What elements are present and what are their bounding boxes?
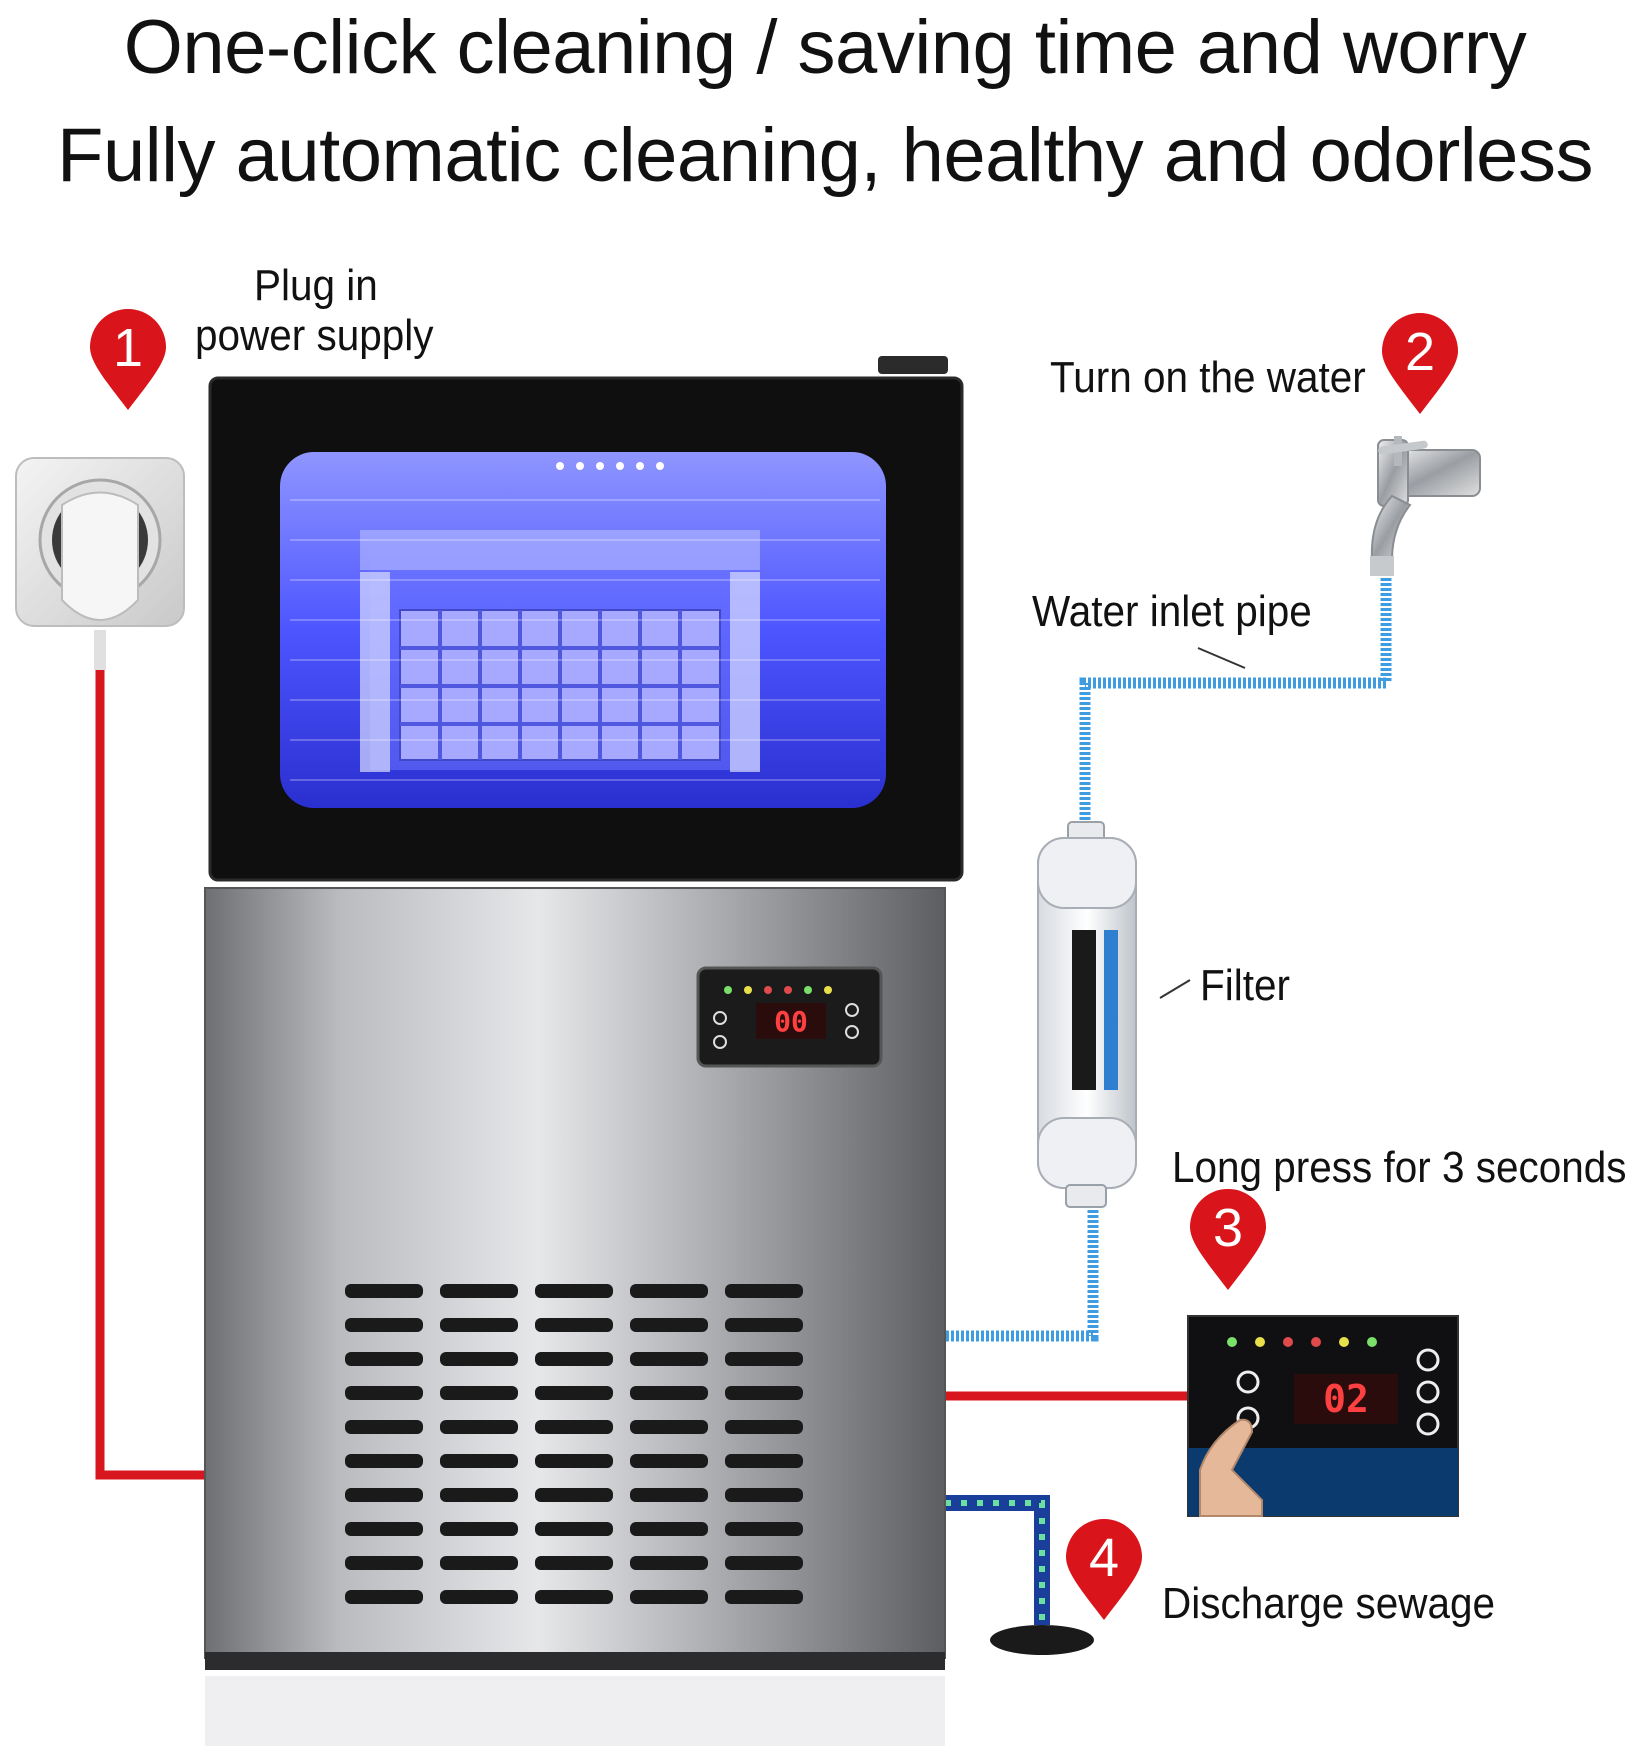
drain-pipe: [945, 1495, 1050, 1625]
step-1-label-line-1: Plug in: [254, 261, 378, 310]
headline-line-1: One-click cleaning / saving time and wor…: [123, 5, 1527, 90]
water-inlet-pipe-label: Water inlet pipe: [1032, 587, 1312, 636]
headline-line-2: Fully automatic cleaning, healthy and od…: [57, 113, 1593, 198]
svg-text:1: 1: [113, 318, 143, 378]
main-display-readout: 00: [774, 1005, 808, 1038]
power-plug: [61, 491, 139, 621]
svg-text:2: 2: [1405, 322, 1435, 382]
filter-label: Filter: [1200, 961, 1290, 1010]
filtered-water-pipe: [945, 1205, 1099, 1342]
vent-grille: [345, 1284, 803, 1604]
step-2-marker: 2: [1382, 313, 1458, 414]
step-3-label: Long press for 3 seconds: [1172, 1143, 1627, 1192]
water-faucet: [1370, 436, 1481, 576]
zoom-display-readout: 02: [1323, 1377, 1369, 1421]
control-panel-zoom: 02: [1187, 1315, 1459, 1517]
svg-text:4: 4: [1089, 1528, 1119, 1588]
pressing-finger: [1199, 1418, 1263, 1517]
wall-socket: [15, 457, 185, 670]
pipe-leader-line: [1197, 647, 1246, 669]
control-panel: 00: [696, 966, 883, 1068]
step-1-label-line-2: power supply: [195, 311, 434, 360]
step-4-marker: 4: [1066, 1519, 1142, 1620]
step-3-marker: 3: [1189, 1188, 1266, 1290]
step-2-label: Turn on the water: [1050, 353, 1366, 402]
zoom-button-top-left: [1236, 1370, 1260, 1394]
step-1-marker: 1: [90, 309, 166, 410]
floor-drain: [990, 1625, 1094, 1655]
svg-text:3: 3: [1213, 1198, 1243, 1258]
step-4-label: Discharge sewage: [1162, 1579, 1496, 1628]
filter-leader-line: [1159, 979, 1191, 999]
water-filter: [1037, 821, 1137, 1208]
drain-pipe-highlight: [945, 1500, 1045, 1625]
water-inlet-pipe: [1079, 578, 1392, 832]
power-cord: [95, 665, 205, 1480]
ice-machine: 00: [204, 356, 964, 1746]
